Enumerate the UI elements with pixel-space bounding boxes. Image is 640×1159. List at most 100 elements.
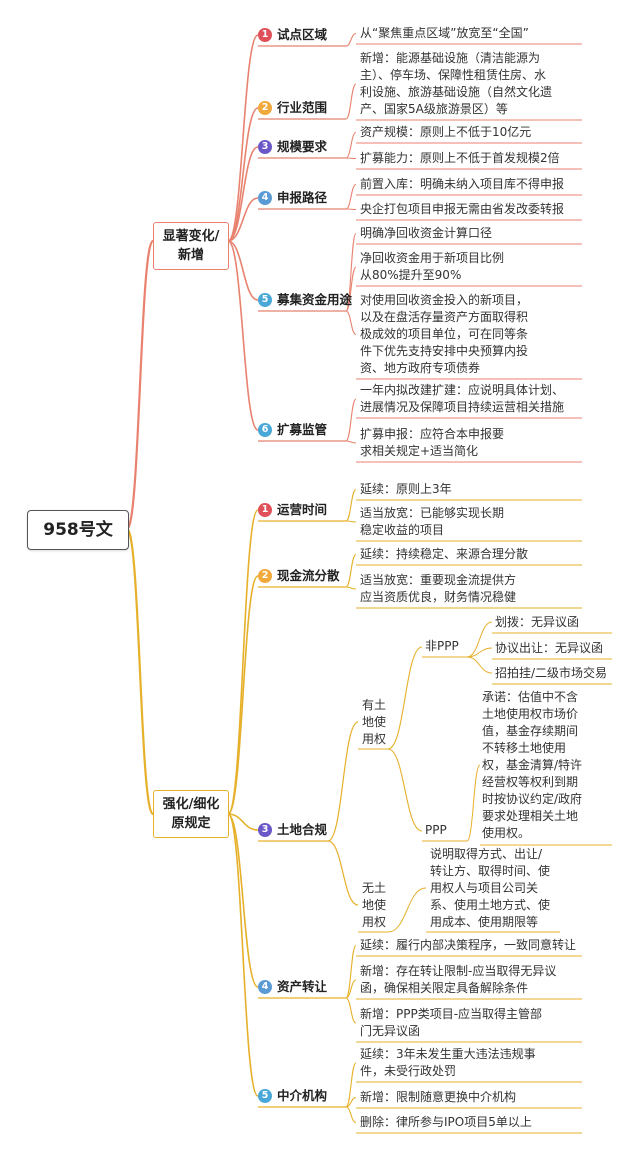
leaf-node[interactable]: 承诺：估值中不含土地使用权市场价值，基金存续期间不转移土地使用权，基金清算/特许… (482, 689, 582, 842)
connector-line (345, 157, 357, 160)
connector-line (227, 813, 259, 1097)
connector-line (227, 240, 259, 301)
leaf-node[interactable]: 扩募申报：应符合本申报要求相关规定+适当简化 (360, 426, 504, 460)
connector-line (227, 107, 259, 242)
leaf-node[interactable]: 新增：能源基础设施（清洁能源为主）、停车场、保障性租赁住房、水利设施、旅游基础设… (360, 50, 552, 118)
number-badge: 2 (258, 569, 272, 583)
leaf-node[interactable]: 新增：限制随意更换中介机构 (360, 1089, 516, 1106)
leaf-node[interactable]: 延续：履行内部决策程序，一致同意转让 (360, 937, 576, 954)
leaf-node[interactable]: 一年内拟改建扩建：应说明具体计划、进展情况及保障项目持续运营相关措施 (360, 382, 564, 416)
leaf-text-line: 对使用回收资金投入的新项目， (360, 293, 529, 307)
branch-title-line: 新增 (177, 248, 204, 263)
leaf-node[interactable]: 适当放宽：已能够实现长期稳定收益的项目 (360, 505, 504, 539)
leaf-text-line: 利设施、旅游基础设施（自然文化遗 (360, 85, 553, 99)
leaf-text-line: 主）、停车场、保障性租赁住房、水 (360, 68, 547, 82)
land-group-without-rights[interactable]: 无土地使用权 (362, 880, 386, 931)
leaf-text-line: 产、国家5A级旅游景区）等 (360, 102, 508, 116)
leaf-node[interactable]: 延续：原则上3年 (360, 481, 452, 498)
leaf-text-line: 延续：持续稳定、来源合理分散 (360, 547, 529, 561)
leaf-text-line: 用权人与项目公司关 (430, 881, 539, 895)
connector-line (345, 1062, 357, 1108)
leaf-node[interactable]: 从“聚焦重点区域”放宽至“全国” (360, 25, 529, 42)
leaf-text-line: 件，未受行政处罚 (360, 1064, 457, 1078)
connector-line (466, 647, 493, 658)
leaf-text-line: 招拍挂/二级市场交易 (495, 666, 608, 680)
root-node[interactable]: 958号文 (27, 510, 129, 550)
non-ppp-label[interactable]: 非PPP (425, 639, 459, 653)
leaf-text-line: 求相关规定+适当简化 (360, 444, 479, 458)
number-badge: 4 (258, 191, 272, 205)
leaf-node[interactable]: 前置入库：明确未纳入项目库不得申报 (360, 176, 564, 193)
leaf-text-line: 件下优先支持安排中央预算内投 (360, 344, 529, 358)
leaf-node[interactable]: 说明取得方式、出让/转让方、取得时间、使用权人与项目公司关系、使用土地方式、使用… (430, 846, 550, 931)
connector-line (227, 813, 259, 831)
leaf-text-line: 稳定收益的项目 (360, 523, 445, 537)
connector-line (345, 1106, 357, 1124)
leaf-node[interactable]: 净回收资金用于新项目比例从80%提升至90% (360, 250, 504, 284)
leaf-node[interactable]: 划拨：无异议函 (495, 614, 579, 631)
leaf-text-line: 延续：3年未发生重大违法违规事 (360, 1047, 536, 1061)
leaf-text-line: 权，基金清算/特许 (482, 758, 583, 772)
leaf-node[interactable]: 协议出让：无异议函 (495, 640, 603, 657)
leaf-text-line: 极成效的项目单位，可在同等条 (360, 327, 529, 341)
connector-line (345, 83, 357, 120)
connector-line (345, 488, 357, 522)
leaf-node[interactable]: 央企打包项目申报无需由省发改委转报 (360, 201, 564, 218)
leaf-node[interactable]: 删除：律所参与IPO项目5单以上 (360, 1114, 532, 1131)
leaf-node[interactable]: 新增：PPP类项目-应当取得主管部门无异议函 (360, 1006, 542, 1040)
connector-line (227, 240, 259, 431)
connector-line (227, 146, 259, 242)
leaf-text-line: 不转移土地使用 (482, 741, 567, 755)
leaf-text-line: 新增：PPP类项目-应当取得主管部 (360, 1007, 543, 1021)
leaf-node[interactable]: 新增：存在转让限制-应当取得无异议函，确保相关限定具备解除条件 (360, 963, 556, 997)
leaf-text-line: 净回收资金用于新项目比例 (360, 251, 505, 265)
group-label-line: 地使 (362, 715, 387, 729)
connector-line (387, 646, 423, 750)
category-label: 运营时间 (277, 502, 328, 517)
connector-line (345, 553, 357, 588)
leaf-node[interactable]: 资产规模：原则上不低于10亿元 (360, 124, 531, 141)
leaf-text-line: 说明取得方式、出让/ (430, 847, 543, 861)
ppp-label[interactable]: PPP (425, 823, 447, 837)
land-group-with-rights[interactable]: 有土地使用权 (362, 697, 386, 748)
leaf-text-line: 新增：限制随意更换中介机构 (360, 1090, 517, 1104)
leaf-text-line: 进展情况及保障项目持续运营相关措施 (360, 400, 565, 414)
connector-line (466, 764, 481, 842)
number-badge: 3 (258, 823, 272, 837)
connector-line (345, 398, 357, 442)
branch-significant-changes[interactable]: 显著变化/ 新增 (153, 222, 229, 270)
leaf-node[interactable]: 扩募能力：原则上不低于首发规模2倍 (360, 150, 560, 167)
leaf-node[interactable]: 明确净回收资金计算口径 (360, 225, 492, 242)
leaf-node[interactable]: 对使用回收资金投入的新项目， 以及在盘活存量资产方面取得积极成效的项目单位，可在同… (360, 292, 528, 377)
leaf-node[interactable]: 适当放宽：重要现金流提供方应当资质优良，财务情况稳健 (360, 572, 516, 606)
leaf-text-line: 以及在盘活存量资产方面取得积 (360, 310, 529, 324)
leaf-node[interactable]: 招拍挂/二级市场交易 (495, 665, 607, 682)
category-label: 试点区域 (277, 27, 328, 42)
leaf-node[interactable]: 延续：3年未发生重大违法违规事件，未受行政处罚 (360, 1046, 536, 1080)
leaf-text-line: 转让方、取得时间、使 (430, 864, 551, 878)
group-label-line: 用权 (362, 915, 387, 929)
group-label-line: 有土 (362, 698, 387, 712)
leaf-node[interactable]: 延续：持续稳定、来源合理分散 (360, 546, 528, 563)
category-label: 扩募监管 (277, 422, 328, 437)
connector-line (345, 183, 357, 210)
leaf-text-line: 延续：履行内部决策程序，一致同意转让 (360, 938, 577, 952)
group-label-line: 地使 (362, 898, 387, 912)
leaf-text-line: 时按协议约定/政府 (482, 792, 583, 806)
leaf-text-line: 央企打包项目申报无需由省发改委转报 (360, 202, 565, 216)
leaf-text-line: 应当资质优良，财务情况稳健 (360, 590, 517, 604)
branch-title-line: 原规定 (171, 816, 211, 831)
number-badge: 3 (258, 140, 272, 154)
branch-strengthened-rules[interactable]: 强化/细化 原规定 (153, 790, 229, 838)
